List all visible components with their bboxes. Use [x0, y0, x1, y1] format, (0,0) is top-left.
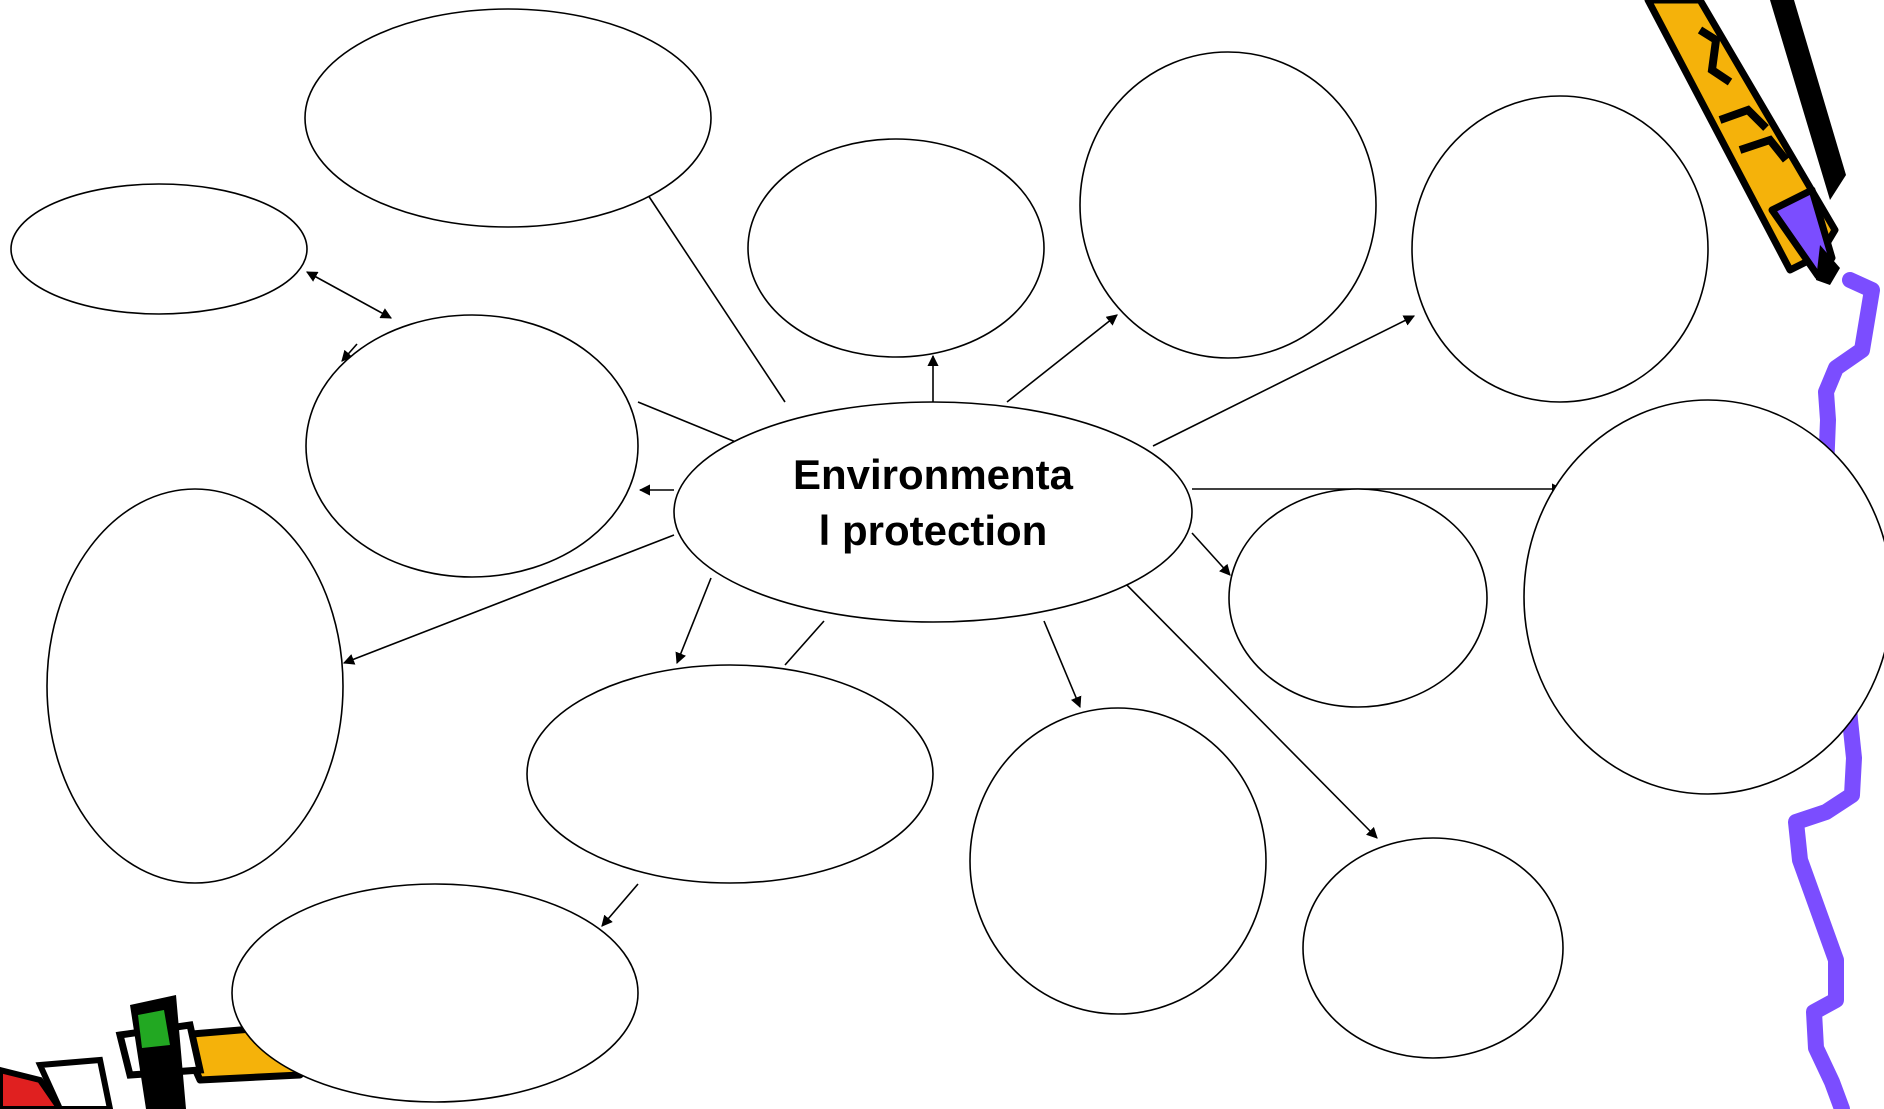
connector-bottom-right-circle [1117, 575, 1378, 839]
connector-upper-right-circle [1006, 314, 1118, 403]
idea-bubble-far-right-circle[interactable] [1411, 95, 1709, 403]
idea-bubble-large-right-circle[interactable] [1523, 399, 1884, 795]
connector-bottom-left-oval [601, 883, 639, 927]
idea-bubble-top-center-circle[interactable] [747, 138, 1045, 358]
idea-bubble-bottom-center-circle[interactable] [969, 707, 1267, 1015]
central-topic-line-1: Environmenta [793, 451, 1074, 498]
central-topic-line-2: l protection [819, 507, 1048, 554]
connector-left-tall-oval [342, 534, 675, 665]
connector-mid-right-circle [1191, 532, 1231, 576]
connector-left-circle-corner [341, 343, 358, 362]
idea-bubble-left-tall-oval[interactable] [46, 488, 344, 884]
idea-bubble-top-left-oval[interactable] [304, 8, 712, 228]
connector-far-right-circle [1152, 315, 1416, 447]
connector-bottom-center-circle [1043, 620, 1082, 709]
connector-bottom-oval [675, 577, 712, 665]
connector-top-left-oval [639, 182, 786, 403]
idea-bubble-bottom-right-circle[interactable] [1302, 837, 1564, 1059]
idea-bubble-upper-right-circle[interactable] [1079, 51, 1377, 359]
pencil-icon [1644, 0, 1846, 285]
idea-bubble-left-circle[interactable] [305, 314, 639, 578]
connector-far-left-oval [306, 271, 392, 319]
idea-bubble-bottom-left-oval[interactable] [231, 883, 639, 1103]
connector-bottom-oval-2 [784, 620, 825, 666]
idea-bubble-mid-right-circle[interactable] [1228, 488, 1488, 708]
connector-left-circle-2 [637, 401, 749, 448]
idea-bubble-far-left-oval[interactable] [10, 183, 308, 315]
idea-bubble-bottom-oval[interactable] [526, 664, 934, 884]
connectors [306, 182, 1564, 927]
central-topic-bubble[interactable] [673, 401, 1193, 623]
